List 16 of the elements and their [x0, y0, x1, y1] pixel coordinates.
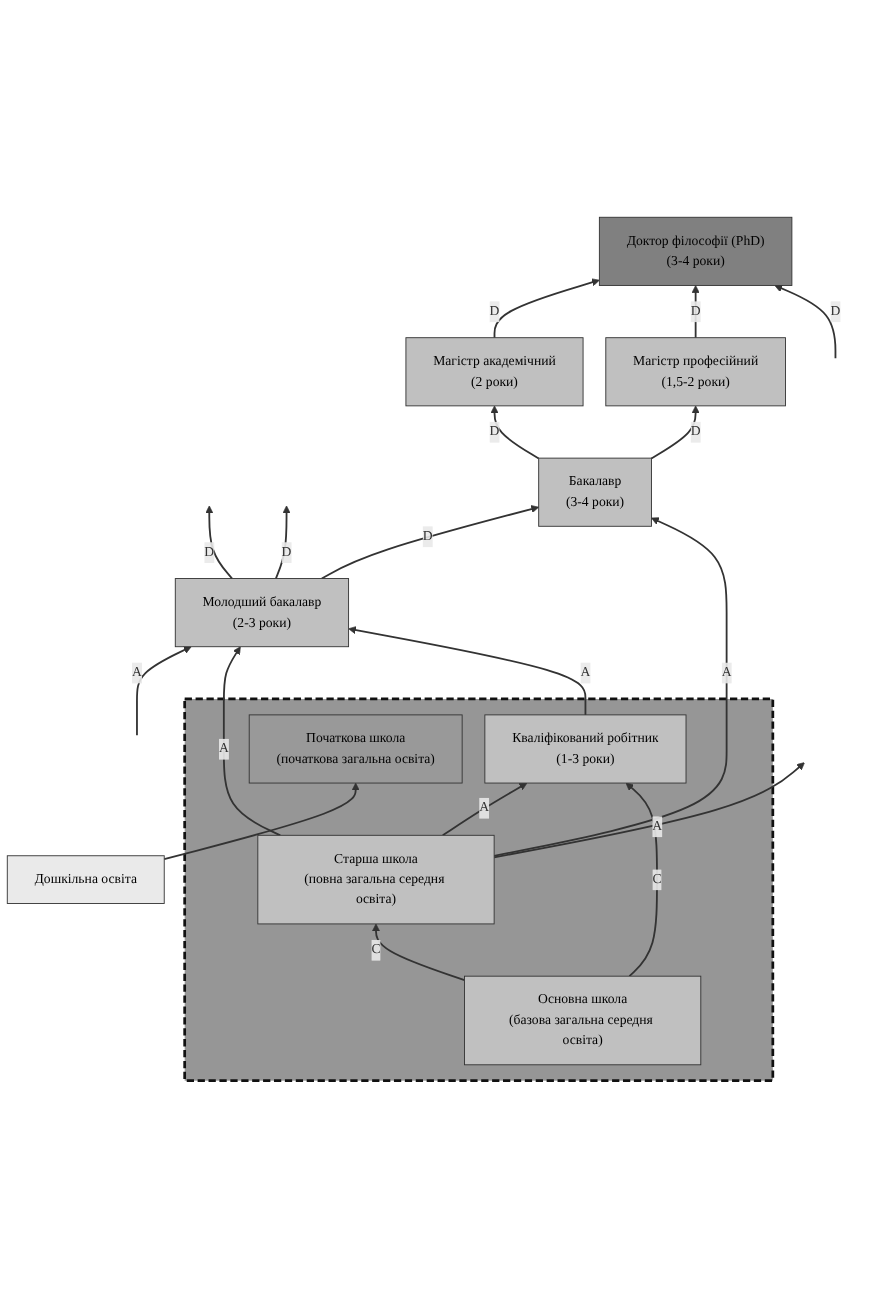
arrow — [441, 782, 528, 837]
arrow — [222, 646, 282, 837]
arrow — [136, 646, 192, 737]
arrow — [493, 517, 728, 857]
arrow — [372, 923, 466, 982]
arrow — [348, 626, 587, 716]
arrow — [205, 505, 234, 580]
cluster — [183, 697, 775, 1083]
arrow — [163, 782, 360, 861]
arrow — [650, 405, 700, 460]
arrow — [320, 505, 540, 580]
arrow — [774, 284, 837, 360]
arrow — [493, 762, 805, 859]
arrow — [490, 405, 540, 460]
arrow — [493, 278, 600, 339]
arrow — [625, 782, 658, 978]
